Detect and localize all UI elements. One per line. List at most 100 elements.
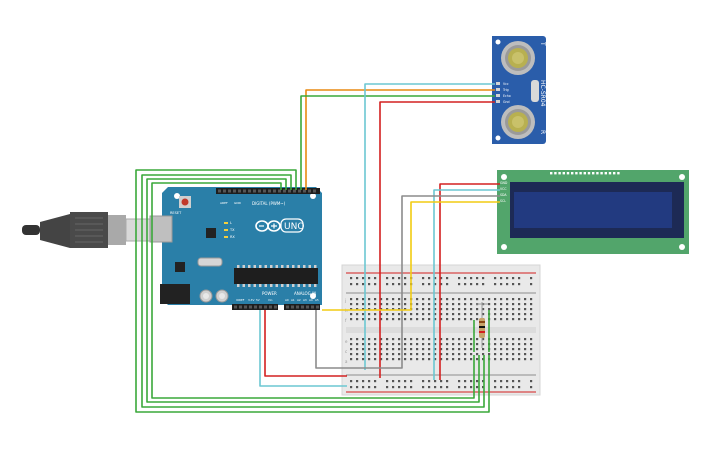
breadboard-hole (446, 380, 449, 383)
breadboard-hole (398, 313, 401, 316)
header-pin (263, 189, 266, 193)
breadboard-hole (494, 348, 497, 351)
breadboard-hole (482, 386, 485, 389)
pin-gnd: Gnd (503, 100, 510, 104)
breadboard-hole (416, 358, 419, 361)
breadboard-hole (416, 298, 419, 301)
breadboard-hole (404, 308, 407, 311)
breadboard-hole (470, 308, 473, 311)
breadboard-hole (350, 338, 353, 341)
breadboard-hole (440, 343, 443, 346)
breadboard-hole (416, 303, 419, 306)
breadboard-hole (446, 303, 449, 306)
breadboard-hole (434, 353, 437, 356)
transducer-top (501, 41, 535, 75)
chip-pin (303, 265, 306, 268)
breadboard-hole (440, 380, 443, 383)
breadboard-hole (434, 358, 437, 361)
breadboard-hole (476, 380, 479, 383)
breadboard-hole (386, 338, 389, 341)
breadboard-hole (428, 318, 431, 321)
breadboard-hole (368, 283, 371, 286)
analog-label: ANALOG IN (294, 291, 316, 296)
chip-pin (248, 284, 251, 287)
breadboard-hole (434, 343, 437, 346)
breadboard-hole (470, 353, 473, 356)
breadboard-hole (518, 353, 521, 356)
header-pin (274, 305, 277, 309)
breadboard-hole (356, 303, 359, 306)
breadboard-hole (416, 308, 419, 311)
breadboard-hole (512, 277, 515, 280)
breadboard-hole (464, 380, 467, 383)
breadboard-hole (386, 348, 389, 351)
breadboard-hole (410, 358, 413, 361)
breadboard-hole (398, 358, 401, 361)
breadboard-hole (404, 380, 407, 383)
breadboard-hole (392, 348, 395, 351)
l-label: L (230, 221, 232, 225)
ultrasonic-pins: Vcc Trig Echo Gnd (496, 82, 511, 104)
breadboard-hole (350, 283, 353, 286)
breadboard-hole (422, 277, 425, 280)
chip-pin (264, 284, 267, 287)
breadboard-hole (404, 318, 407, 321)
breadboard-hole (506, 303, 509, 306)
breadboard-hole (374, 298, 377, 301)
breadboard-hole (446, 298, 449, 301)
breadboard-hole (398, 348, 401, 351)
lcd-header-pin (596, 172, 599, 175)
digital-label: DIGITAL (PWM~) (252, 201, 286, 206)
breadboard-hole (500, 386, 503, 389)
chip-pin (237, 284, 240, 287)
chip-pin (286, 265, 289, 268)
breadboard-hole (524, 313, 527, 316)
breadboard-hole (374, 318, 377, 321)
header-pin (316, 305, 319, 309)
breadboard-hole (368, 318, 371, 321)
breadboard-hole (494, 283, 497, 286)
breadboard-hole (506, 358, 509, 361)
breadboard-hole (350, 353, 353, 356)
breadboard-hole (356, 380, 359, 383)
breadboard-hole (362, 298, 365, 301)
breadboard-hole (518, 308, 521, 311)
breadboard: j h f e c a (341, 264, 541, 396)
header-pin (313, 189, 316, 193)
sensor-t-label: T (539, 41, 546, 46)
breadboard-hole (518, 303, 521, 306)
breadboard-hole (410, 343, 413, 346)
pin-vcc: Vcc (503, 82, 509, 86)
breadboard-hole (356, 353, 359, 356)
breadboard-hole (404, 298, 407, 301)
chip-pin (253, 265, 256, 268)
breadboard-hole (434, 283, 437, 286)
breadboard-hole (362, 348, 365, 351)
breadboard-hole (494, 308, 497, 311)
header-pin (308, 189, 311, 193)
header-pin (228, 189, 231, 193)
breadboard-hole (470, 348, 473, 351)
breadboard-hole (392, 313, 395, 316)
breadboard-hole (506, 380, 509, 383)
header-pin (298, 189, 301, 193)
breadboard-hole (404, 353, 407, 356)
breadboard-hole (356, 298, 359, 301)
breadboard-hole (434, 277, 437, 280)
breadboard-hole (452, 318, 455, 321)
breadboard-hole (446, 308, 449, 311)
wire-yellow-lcd (322, 201, 500, 311)
breadboard-hole (416, 353, 419, 356)
aref-label: AREF (220, 201, 228, 205)
chip-pin (286, 284, 289, 287)
breadboard-hole (434, 313, 437, 316)
breadboard-hole (416, 343, 419, 346)
breadboard-hole (440, 277, 443, 280)
digital-header-pins (218, 189, 316, 193)
breadboard-hole (392, 318, 395, 321)
breadboard-hole (446, 386, 449, 389)
breadboard-hole (476, 358, 479, 361)
breadboard-hole (356, 343, 359, 346)
analog-header-pins (286, 305, 319, 309)
chip-pin (259, 284, 262, 287)
